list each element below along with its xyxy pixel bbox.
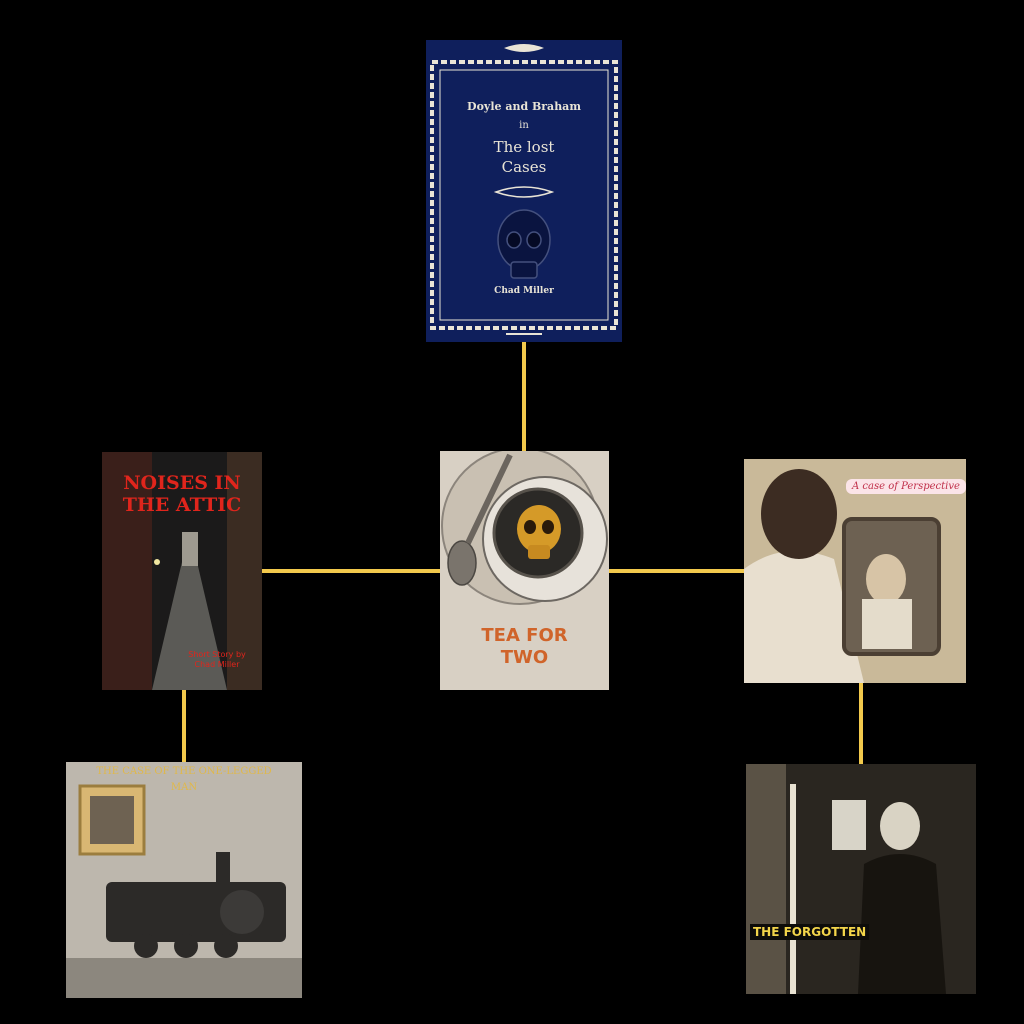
title-label: THE FORGOTTEN xyxy=(750,924,870,940)
figure-head-icon xyxy=(880,802,920,850)
title-line-2: THE ATTIC xyxy=(122,494,242,516)
title-line-1: TEA FOR xyxy=(481,625,568,646)
title-line-1: THE CASE OF THE ONE-LEGGED xyxy=(96,766,272,777)
cover-a-case-of-perspective[interactable]: A case of Perspective xyxy=(744,459,966,683)
title-line-2: MAN xyxy=(170,782,198,793)
cover-lost-cases[interactable]: Doyle and Braham in The lost Cases Chad … xyxy=(426,40,622,342)
byline-1: Short Story by xyxy=(188,650,246,659)
cover-tea-for-two[interactable]: TEA FOR TWO xyxy=(440,451,609,690)
spoon-icon xyxy=(447,453,513,586)
byline-2: Chad Miller xyxy=(194,660,240,669)
ornate-frame-icon xyxy=(430,44,618,335)
train-icon xyxy=(106,852,286,958)
head-icon xyxy=(761,469,837,559)
connector-bottom-right xyxy=(859,683,863,764)
skull-icon xyxy=(517,505,561,559)
title-line-3: The lost xyxy=(493,138,555,156)
cover-noises-in-the-attic[interactable]: NOISES IN THE ATTIC Short Story by Chad … xyxy=(102,452,262,690)
cover-one-legged-man[interactable]: THE CASE OF THE ONE-LEGGED MAN xyxy=(66,762,302,998)
title-label: A case of Perspective xyxy=(846,479,966,494)
connector-top xyxy=(522,342,526,452)
connector-bottom-left xyxy=(182,690,186,762)
skull-icon xyxy=(497,209,551,279)
connector-right xyxy=(609,569,744,573)
connector-left xyxy=(262,569,440,573)
title-line-2: in xyxy=(519,120,529,131)
title-line-1: NOISES IN xyxy=(123,472,241,494)
title-line-2: TWO xyxy=(500,647,549,668)
title-line-1: Doyle and Braham xyxy=(467,100,581,113)
author-name: Chad Miller xyxy=(494,286,554,296)
title-line-4: Cases xyxy=(501,158,547,176)
cover-the-forgotten[interactable]: THE FORGOTTEN xyxy=(746,764,976,994)
